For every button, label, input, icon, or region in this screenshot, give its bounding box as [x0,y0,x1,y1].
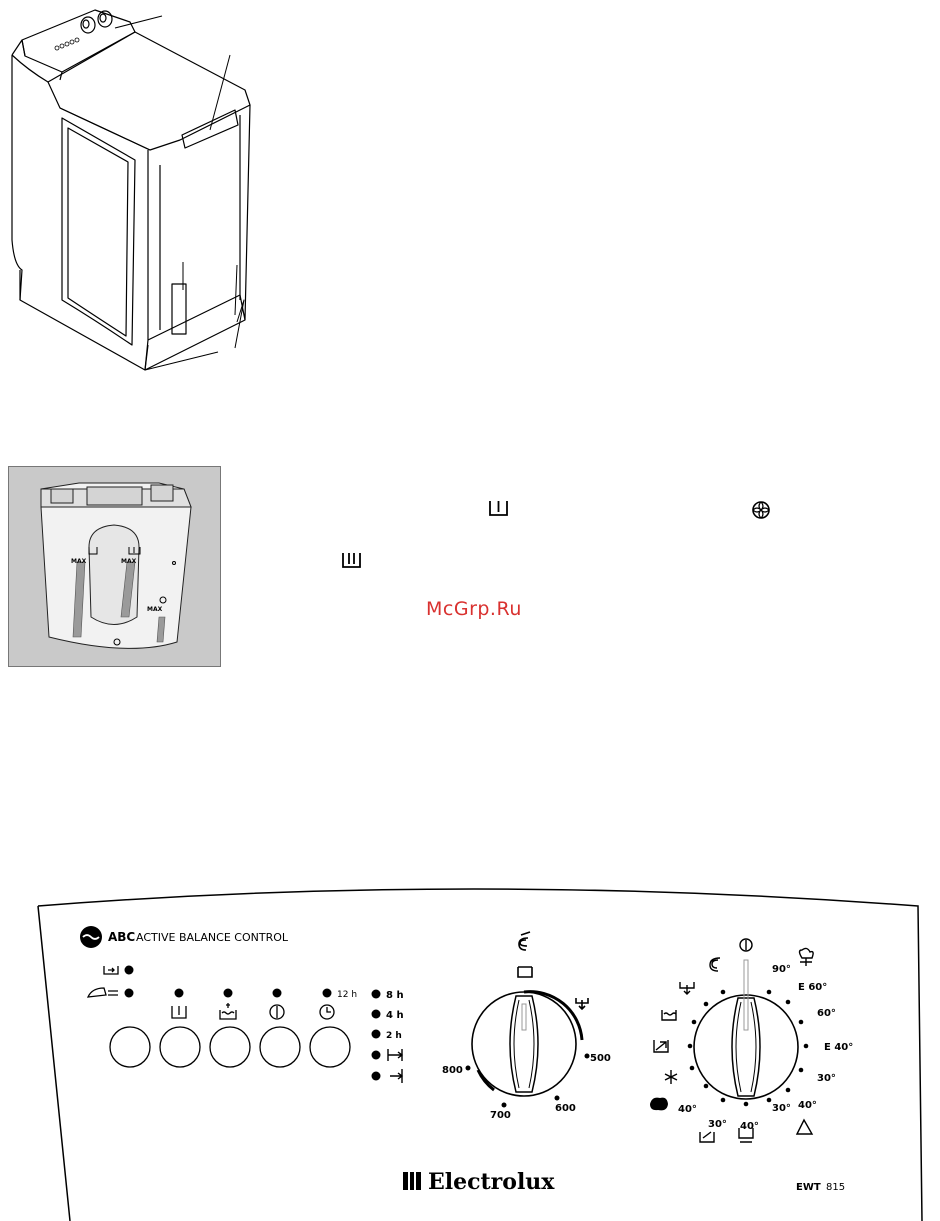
delay-8h-label: 8 h [386,990,404,1001]
program-temp-40a: 40° [798,1100,817,1111]
led-prewash [174,988,184,998]
program-temp-40c: 40° [678,1104,697,1115]
program-handwash-icon [699,1131,715,1143]
led-timer [322,988,332,998]
rinse-hold-button[interactable] [109,1026,151,1068]
washing-machine-illustration [11,9,251,371]
electrolux-logo-icon [403,1172,421,1190]
dispenser-drawing: MAX MAX MAX [40,482,192,649]
timer-clock-icon [319,1004,335,1020]
dispenser-label-max-2: MAX [121,558,137,565]
prewash-button[interactable] [159,1026,201,1068]
led-delay-8h [371,989,381,999]
spin-600-label: 600 [555,1103,576,1114]
spin-icon [518,931,531,951]
program-temp-60: 60° [817,1008,836,1019]
program-drain-icon [679,982,695,995]
phase-progress-icon [387,1049,404,1061]
drain-icon [575,998,589,1011]
led-phase-1 [371,1050,381,1060]
program-cotton-icon [798,947,814,966]
program-delicates-icon [738,1128,754,1143]
watermark-text: McGrp.Ru [426,598,522,620]
brand-name: Electrolux [428,1169,555,1195]
program-wool-cold-icon [664,1070,678,1084]
model-prefix: EWT [796,1182,821,1193]
extra-rinse-icon [219,1003,237,1020]
prewash-compartment-icon [489,501,508,516]
active-balance-control-label: ACTIVE BALANCE CONTROL [136,931,289,944]
control-panel: ABC ACTIVE BALANCE CONTROL 12 h 8 h 4 h … [37,888,923,1221]
dispenser-image: MAX MAX MAX [8,466,221,667]
softener-compartment-icon [752,501,770,519]
led-delay-4h [371,1009,381,1019]
program-temp-40b: 40° [740,1121,759,1132]
prewash-icon [171,1006,187,1019]
delay-timer-button[interactable] [309,1026,351,1068]
program-temp-30b: 30° [772,1103,791,1114]
model-number: 815 [826,1182,845,1193]
extra-rinse-button[interactable] [209,1026,251,1068]
program-wool-icon [650,1097,668,1111]
program-temp-e40: E 40° [824,1042,853,1053]
led-phase-2 [371,1071,381,1081]
program-temp-30c: 30° [708,1119,727,1130]
program-rinse-icon [661,1010,677,1021]
program-softener-icon [653,1040,669,1053]
led-rinse-hold [124,965,134,975]
spin-500-label: 500 [590,1053,611,1064]
program-off-icon [739,938,753,952]
abc-label: ABC [108,930,135,944]
program-temp-e60: E 60° [798,982,827,993]
spin-speed-dial[interactable] [471,990,584,1097]
spin-800-label: 800 [442,1065,463,1076]
program-spin-icon [709,957,721,972]
start-button[interactable] [259,1026,301,1068]
rinse-hold-dial-icon [517,966,533,978]
delay-2h-label: 2 h [386,1031,402,1041]
led-easy-iron [124,988,134,998]
dispenser-label-max-1: MAX [71,558,87,565]
led-delay-2h [371,1029,381,1039]
program-temp-90: 90° [772,964,791,975]
led-start [272,988,282,998]
program-synthetics-icon [795,1118,814,1135]
spin-700-label: 700 [490,1110,511,1121]
mainwash-compartment-icon [342,553,361,568]
phase-end-icon [390,1069,404,1083]
easy-iron-icon [86,987,118,998]
program-temp-30a: 30° [817,1073,836,1084]
timer-12h-label: 12 h [337,990,357,1000]
program-dial[interactable] [693,959,799,1100]
delay-4h-label: 4 h [386,1010,404,1021]
led-extra-rinse [223,988,233,998]
dispenser-label-max-3: MAX [147,606,163,613]
active-balance-logo-icon [80,926,102,948]
rinse-hold-icon [103,966,119,975]
start-icon [269,1004,285,1020]
